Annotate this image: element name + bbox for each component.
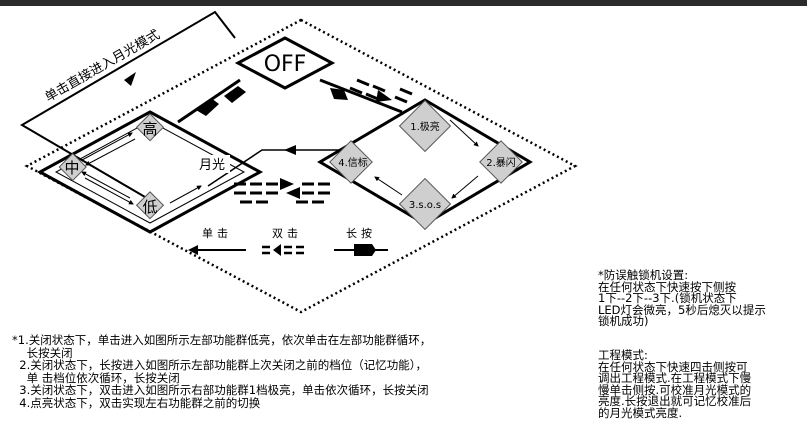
lock-instructions: *防误触锁机设置: 在任何状态下快速按下侧按 1下--2下--3下.(锁机状态下… bbox=[598, 268, 803, 329]
entry-path-arrow-icon bbox=[124, 72, 136, 86]
mode-node-strobe: 2.暴闪 bbox=[479, 140, 523, 184]
note-line: 单 击档位依次循环，长按关闭 bbox=[12, 370, 180, 385]
switch-arrow-left-icon bbox=[286, 187, 300, 199]
usage-notes: *1.关闭状态下，单击进入如图所示左部功能群低亮，依次单击在左部功能群循环， 长… bbox=[12, 334, 592, 410]
group-switch-double-click bbox=[234, 182, 330, 204]
mode-node-beacon: 4.信标 bbox=[329, 140, 373, 184]
mode-label-high: 高 bbox=[142, 120, 157, 138]
legend-long-label: 长按 bbox=[346, 226, 376, 240]
engineering-line: 调出工程模式.在工程模式下慢 bbox=[598, 371, 752, 386]
lock-line: *防误触锁机设置: bbox=[598, 268, 689, 282]
legend-single-label: 单击 bbox=[202, 227, 232, 240]
mode-node-low: 低 bbox=[135, 191, 165, 220]
engineering-line: 的月光模式亮度. bbox=[598, 405, 683, 420]
mode-node-mid: 中 bbox=[58, 152, 87, 182]
mode-label-turbo: 1.极亮 bbox=[410, 120, 440, 133]
lock-line: 1下--2下--3下.(锁机状态下 bbox=[598, 291, 737, 306]
top-border-bar bbox=[0, 0, 807, 6]
note-line: 2.关闭状态下，长按进入如图所示左部功能群上次关闭之前的档位（记忆功能）， bbox=[12, 358, 428, 373]
double-click-arrowhead-icon bbox=[376, 90, 392, 102]
outer-dotted-diamond bbox=[24, 18, 578, 314]
mode-label-sos: 3.s.o.s bbox=[409, 200, 441, 211]
mode-node-high: 高 bbox=[135, 113, 165, 142]
mode-label-mid: 中 bbox=[64, 159, 79, 177]
legend-double-label: 双击 bbox=[272, 227, 302, 240]
mode-label-strobe: 2.暴闪 bbox=[486, 156, 516, 169]
note-line: 3.关闭状态下，双击进入如图所示右部功能群1档极亮，单击依次循环，长按关闭 bbox=[12, 383, 429, 398]
right-to-left-connector bbox=[207, 149, 340, 187]
engineering-line: 慢单击侧按.可校准月光模式的 bbox=[598, 382, 752, 397]
lock-line: LED灯会微亮，5秒后熄灭以提示 bbox=[598, 302, 766, 317]
off-label: OFF bbox=[264, 52, 307, 77]
lock-line: 在任何状态下快速按下侧按 bbox=[598, 279, 736, 294]
mode-node-sos: 3.s.o.s bbox=[398, 177, 452, 231]
legend-single-arrow-icon bbox=[188, 245, 198, 255]
mode-label-beacon: 4.信标 bbox=[338, 157, 368, 169]
lock-line: 锁机成功) bbox=[598, 314, 649, 329]
legend-long-handle-icon bbox=[354, 244, 376, 256]
right-group-cycle-arrows bbox=[374, 119, 479, 199]
legend: 单击 双击 长按 bbox=[188, 226, 388, 256]
mode-label-low: 低 bbox=[142, 198, 157, 216]
engineering-line: 在任何状态下快速四击侧按可 bbox=[598, 359, 748, 374]
long-press-handle-icon bbox=[196, 86, 246, 116]
legend-double-dashes bbox=[262, 245, 304, 255]
engineering-line: 亮度.长按退出就可记忆校准后 bbox=[598, 394, 752, 409]
entry-moonlight-path bbox=[20, 10, 236, 198]
note-line: 长按关闭 bbox=[12, 345, 73, 360]
off-node: OFF bbox=[234, 36, 336, 90]
note-line: 4.点亮状态下，双击实现左右功能群之前的切换 bbox=[12, 395, 261, 410]
entry-path-label: 单击直接进入月光模式 bbox=[42, 27, 163, 106]
mode-node-turbo: 1.极亮 bbox=[398, 99, 452, 153]
mode-node-moon: 月光 bbox=[194, 155, 230, 173]
double-click-dash-arrow-top bbox=[349, 78, 386, 101]
engineering-line: 工程模式: bbox=[598, 348, 648, 362]
left-group-cycle-arrows bbox=[81, 132, 202, 205]
left-group-diamond bbox=[36, 110, 264, 234]
engineering-mode-instructions: 工程模式: 在任何状态下快速四击侧按可 调出工程模式.在工程模式下慢 慢单击侧按… bbox=[598, 348, 803, 420]
legend-double-arrow-icon bbox=[273, 244, 281, 256]
connector-arrow-icon bbox=[284, 145, 296, 155]
long-press-handle-right-icon bbox=[330, 88, 348, 100]
note-line: *1.关闭状态下，单击进入如图所示左部功能群低亮，依次单击在左部功能群循环， bbox=[12, 333, 432, 347]
double-click-dash-extra bbox=[394, 87, 413, 104]
off-to-right-line bbox=[319, 78, 403, 114]
switch-arrow-right-icon bbox=[280, 178, 294, 190]
mode-label-moon: 月光 bbox=[199, 158, 225, 173]
